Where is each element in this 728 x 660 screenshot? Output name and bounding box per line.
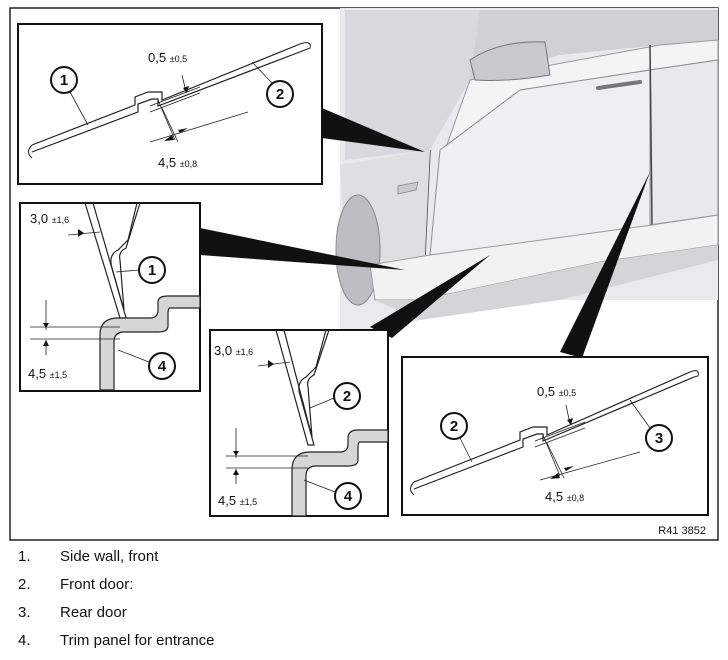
inset-rear-door-gap: 0,5 ±0,5 4,5 ±0,8 2 3 [401,356,709,516]
svg-text:4,5 ±0,8: 4,5 ±0,8 [545,489,584,504]
dim-height-tolerance: ±1,5 [50,370,67,380]
pointer-wedge-1 [322,108,425,152]
dim-flush-value: 0,5 [148,50,166,65]
svg-text:4,5 ±1,5: 4,5 ±1,5 [218,493,257,508]
legend-item: 2. Front door: [18,576,718,604]
figure-reference: R41 3852 [658,525,706,537]
pointer-wedge-4 [560,172,650,358]
dim-offset-tolerance: ±1,6 [52,215,69,225]
callout-4: 4 [117,349,176,380]
pointer-wedge-2 [200,228,405,270]
svg-text:4,5 ±0,8: 4,5 ±0,8 [158,155,197,170]
svg-text:0,5 ±0,5: 0,5 ±0,5 [148,50,187,65]
callout-4: 4 [303,479,362,510]
legend-list: 1. Side wall, front 2. Front door: 3. Rear … [18,548,718,660]
inset-front-door-gap: 0,5 ±0,5 4,5 ±0,8 1 2 [17,23,323,185]
legend-item: 3. Rear door [18,604,718,632]
callout-2: 2 [309,382,361,410]
svg-text:0,5 ±0,5: 0,5 ±0,5 [537,384,576,399]
callout-2: 2 [440,412,473,463]
legend-number: 1. [18,548,31,565]
legend-label: Side wall, front [60,548,159,565]
dim-offset-value: 3,0 [214,343,232,358]
callout-1: 1 [115,256,166,284]
svg-text:4,5 ±1,5: 4,5 ±1,5 [28,366,67,381]
svg-text:1: 1 [148,262,156,279]
svg-text:2: 2 [450,418,458,435]
legend-number: 2. [18,576,31,593]
dim-offset-tolerance: ±1,6 [236,347,253,357]
dim-height-value: 4,5 [28,366,46,381]
legend-label: Front door: [60,576,134,593]
dim-gap-tolerance: ±0,8 [180,159,197,169]
legend-label: Trim panel for entrance [60,632,215,649]
gap-dimension-diagram: 0,5 ±0,5 4,5 ±0,8 1 2 3,0 ±1,6 4,5 ±1,5 [9,7,719,541]
svg-text:4: 4 [344,488,353,505]
legend-label: Rear door [60,604,127,621]
car-illustration [335,8,719,330]
svg-text:3,0 ±1,6: 3,0 ±1,6 [30,211,69,226]
legend-number: 4. [18,632,31,649]
legend-number: 3. [18,604,31,621]
dim-flush-value: 0,5 [537,384,555,399]
legend-item: 4. Trim panel for entrance [18,632,718,660]
callout-3: 3 [629,399,673,452]
dim-gap-tolerance: ±0,8 [567,493,584,503]
svg-text:1: 1 [60,72,68,89]
svg-text:4: 4 [158,358,167,375]
legend-item: 1. Side wall, front [18,548,718,576]
dim-flush-tolerance: ±0,5 [170,54,187,64]
inset-sill-rear: 3,0 ±1,6 4,5 ±1,5 2 4 [209,329,389,517]
callout-1: 1 [50,66,89,126]
dim-flush-tolerance: ±0,5 [559,388,576,398]
pointer-wedge-3 [370,255,490,338]
dim-gap-value: 4,5 [158,155,176,170]
dim-height-tolerance: ±1,5 [240,497,257,507]
svg-text:2: 2 [276,86,284,103]
svg-text:3,0 ±1,6: 3,0 ±1,6 [214,343,253,358]
svg-text:2: 2 [343,388,351,405]
inset-sill-front: 3,0 ±1,6 4,5 ±1,5 1 4 [19,202,201,392]
callout-2: 2 [251,61,294,108]
svg-text:3: 3 [655,430,663,447]
dim-gap-value: 4,5 [545,489,563,504]
dim-offset-value: 3,0 [30,211,48,226]
dim-height-value: 4,5 [218,493,236,508]
